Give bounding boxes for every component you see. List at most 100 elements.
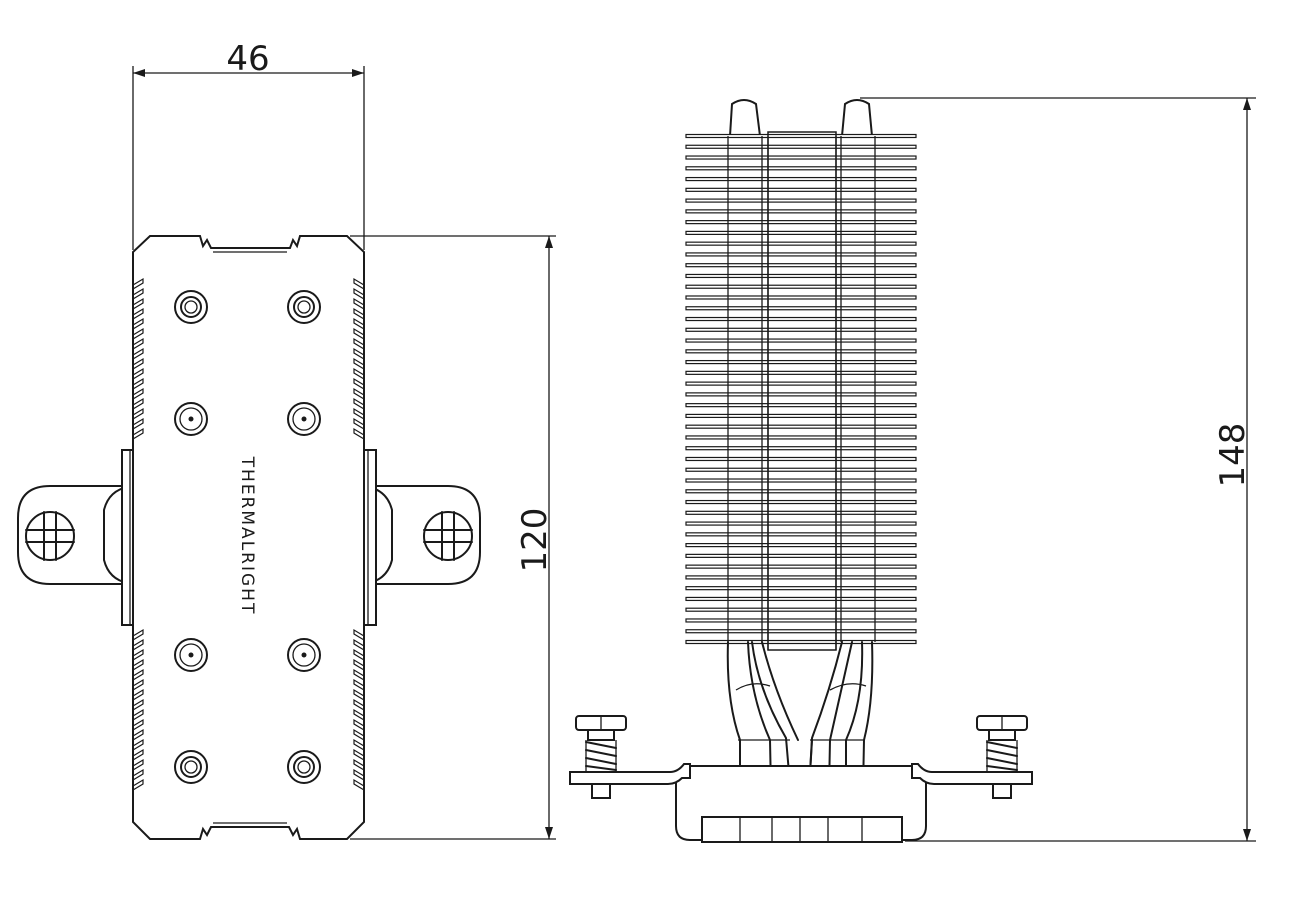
base-heatpipe-channels	[739, 817, 863, 842]
fin	[685, 586, 917, 591]
serration-mark	[132, 397, 144, 410]
fin	[685, 543, 917, 548]
contact-plate	[701, 816, 903, 843]
fin	[685, 521, 917, 526]
serration-mark	[353, 668, 365, 681]
fin	[685, 187, 917, 192]
length-dimension: 120	[350, 235, 556, 840]
serration-mark	[353, 728, 365, 741]
serration-mark	[132, 317, 144, 330]
serration-mark	[132, 417, 144, 430]
fin	[685, 564, 917, 569]
fin	[685, 155, 917, 160]
serration-mark	[353, 638, 365, 651]
fin	[685, 467, 917, 472]
serration-mark	[132, 768, 144, 781]
fin	[685, 424, 917, 429]
serration-mark	[132, 337, 144, 350]
fin	[685, 338, 917, 343]
fin-stack-side	[685, 131, 917, 651]
width-label: 46	[226, 39, 269, 79]
serration-mark	[132, 638, 144, 651]
left-mounting-bar	[17, 449, 147, 626]
serration-mark	[353, 718, 365, 731]
fin	[685, 575, 917, 580]
serration-mark	[132, 668, 144, 681]
serration-mark	[353, 688, 365, 701]
fin	[685, 629, 917, 634]
fin	[685, 252, 917, 257]
top-view: 46 120	[17, 39, 556, 840]
fin	[685, 510, 917, 515]
fin	[685, 176, 917, 182]
serration-mark	[353, 678, 365, 691]
serration-mark	[132, 718, 144, 731]
serration-mark	[353, 407, 365, 420]
serration-mark	[132, 778, 144, 791]
serration-mark	[132, 748, 144, 761]
fin	[685, 489, 917, 494]
height-label: 148	[1213, 423, 1253, 488]
serration-mark	[353, 708, 365, 721]
heatpipe-tip	[840, 99, 874, 137]
serration-mark	[132, 678, 144, 691]
fin	[685, 166, 917, 171]
serration-mark	[353, 427, 365, 440]
serration-mark	[353, 397, 365, 410]
serration-mark	[132, 708, 144, 721]
serration-mark	[132, 357, 144, 370]
fin	[685, 295, 917, 300]
heatpipe-ends	[174, 290, 321, 784]
serration-mark	[353, 758, 365, 771]
left-mounting-arm	[569, 715, 691, 799]
heatpipe-end	[287, 638, 321, 672]
fin	[685, 327, 917, 332]
fin	[685, 209, 917, 214]
serration-mark	[353, 658, 365, 671]
serration-mark	[132, 367, 144, 380]
fin	[685, 230, 917, 235]
fin	[685, 392, 917, 397]
fin	[685, 370, 917, 375]
serration-mark	[132, 307, 144, 320]
fin	[685, 349, 917, 354]
fin	[685, 596, 917, 602]
serration-mark	[353, 357, 365, 370]
serration-mark	[132, 407, 144, 420]
serration-mark	[353, 387, 365, 400]
width-dimension: 46	[132, 39, 365, 250]
serration-mark	[132, 327, 144, 340]
fin	[685, 381, 917, 386]
serration-mark	[132, 297, 144, 310]
serration-mark	[353, 748, 365, 761]
fin	[685, 403, 917, 408]
serration-mark	[132, 277, 144, 290]
fin	[685, 532, 917, 537]
fin	[685, 639, 917, 645]
serration-mark	[132, 347, 144, 360]
fin	[685, 133, 917, 139]
fin-stack-top-outline	[132, 235, 365, 840]
serration-mark	[353, 337, 365, 350]
fin	[685, 618, 917, 623]
fin	[685, 316, 917, 322]
height-dimension: 148	[860, 97, 1256, 842]
serration-mark	[132, 698, 144, 711]
serration-mark	[132, 738, 144, 751]
serration-mark	[353, 327, 365, 340]
serration-mark	[353, 297, 365, 310]
serration-mark	[132, 287, 144, 300]
right-mounting-arm	[911, 715, 1033, 799]
right-mounting-bar	[351, 449, 481, 626]
fin-edge-serrations	[132, 277, 365, 791]
serration-mark	[132, 427, 144, 440]
fin	[685, 499, 917, 505]
heatpipe-end	[287, 290, 321, 324]
serration-mark	[132, 377, 144, 390]
fin	[685, 359, 917, 365]
heatpipe-end	[287, 750, 321, 784]
fin	[685, 413, 917, 419]
fin	[685, 220, 917, 225]
serration-mark	[353, 628, 365, 641]
